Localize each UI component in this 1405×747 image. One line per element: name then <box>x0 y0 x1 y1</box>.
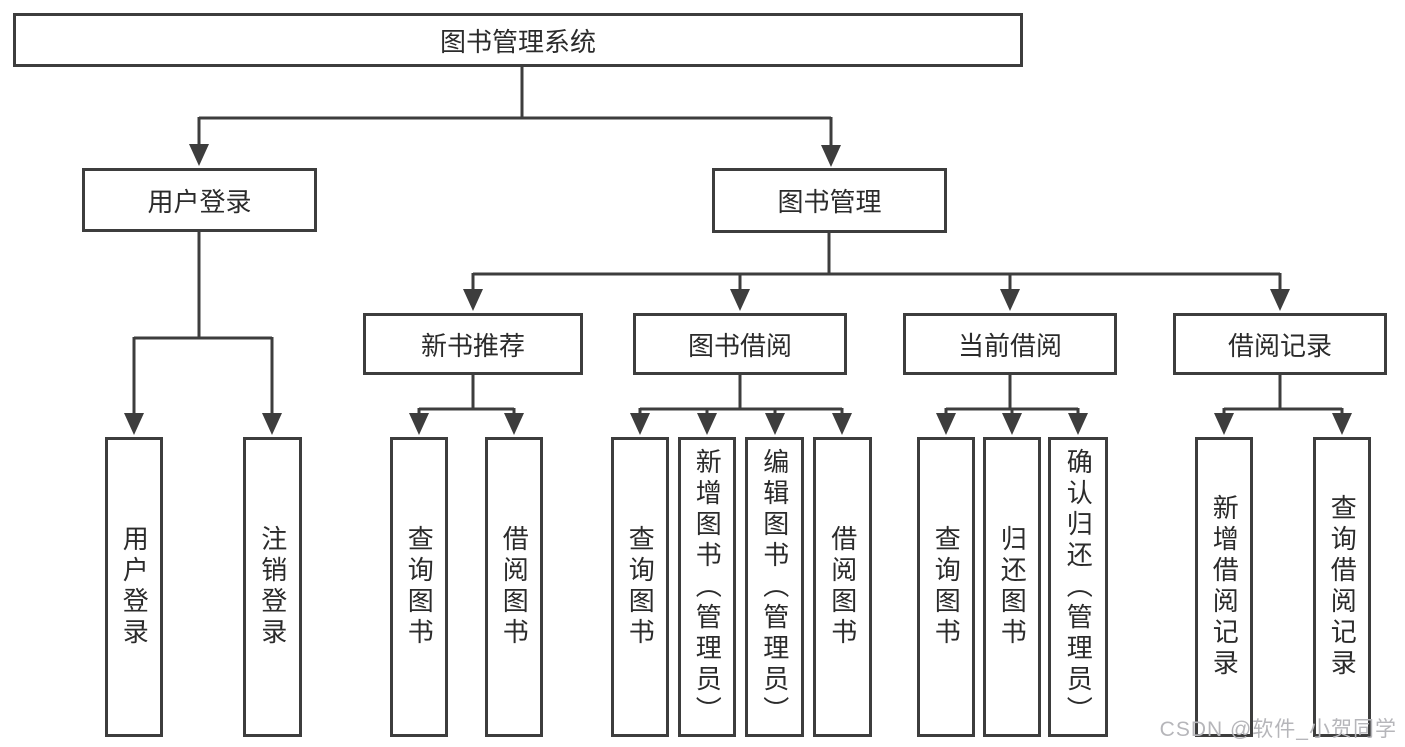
node-current-borrow-label: 当前借阅 <box>957 330 1062 361</box>
node-book-mgmt: 图书管理 <box>712 168 947 233</box>
node-new-book-rec: 新书推荐 <box>363 313 583 375</box>
node-borrow-books-1-label: 借阅图书 <box>499 525 530 649</box>
node-query-books-3-label: 查询图书 <box>931 525 962 649</box>
node-borrow-books-2: 借阅图书 <box>813 437 872 737</box>
node-book-mgmt-label: 图书管理 <box>777 187 882 217</box>
node-borrow-records-label: 借阅记录 <box>1227 330 1332 361</box>
connector-book-mgmt-children <box>463 233 1290 311</box>
node-confirm-return-admin-label: 确认归还（管理员） <box>1063 447 1094 727</box>
node-borrow-records: 借阅记录 <box>1173 313 1387 375</box>
node-query-books-1-label: 查询图书 <box>404 525 435 649</box>
connector-current-borrow-children <box>936 375 1088 435</box>
node-query-books-2-label: 查询图书 <box>625 525 656 649</box>
connector-borrow-records-children <box>1214 375 1352 435</box>
node-edit-books-admin: 编辑图书（管理员） <box>745 437 804 737</box>
node-edit-books-admin-label: 编辑图书（管理员） <box>759 447 790 727</box>
node-borrow-books-1: 借阅图书 <box>485 437 543 737</box>
node-query-books-2: 查询图书 <box>611 437 669 737</box>
node-book-borrow: 图书借阅 <box>633 313 847 375</box>
node-return-books: 归还图书 <box>983 437 1041 737</box>
node-add-books-admin: 新增图书（管理员） <box>678 437 736 737</box>
node-user-login-leaf: 用户登录 <box>105 437 163 737</box>
node-user-login-label: 用户登录 <box>147 186 252 217</box>
connector-root-to-level2 <box>189 66 841 167</box>
node-user-login-leaf-label: 用户登录 <box>119 525 150 649</box>
node-add-borrow-record: 新增借阅记录 <box>1195 437 1253 737</box>
node-current-borrow: 当前借阅 <box>903 313 1117 375</box>
node-add-borrow-record-label: 新增借阅记录 <box>1209 494 1240 680</box>
node-query-borrow-record-label: 查询借阅记录 <box>1327 494 1358 680</box>
node-confirm-return-admin: 确认归还（管理员） <box>1048 437 1108 737</box>
node-logout-leaf: 注销登录 <box>243 437 302 737</box>
node-root: 图书管理系统 <box>13 13 1023 67</box>
node-borrow-books-2-label: 借阅图书 <box>827 525 858 649</box>
node-new-book-rec-label: 新书推荐 <box>420 330 525 361</box>
node-query-books-1: 查询图书 <box>390 437 448 737</box>
node-user-login: 用户登录 <box>82 168 317 232</box>
csdn-watermark: CSDN @软件_小贺同学 <box>1159 718 1397 741</box>
connector-user-login-children <box>124 232 282 435</box>
node-return-books-label: 归还图书 <box>997 525 1028 649</box>
node-query-books-3: 查询图书 <box>917 437 975 737</box>
node-logout-leaf-label: 注销登录 <box>257 525 288 649</box>
node-add-books-admin-label: 新增图书（管理员） <box>692 447 723 727</box>
node-query-borrow-record: 查询借阅记录 <box>1313 437 1371 737</box>
node-book-borrow-label: 图书借阅 <box>687 330 792 361</box>
connector-new-book-rec-children <box>409 375 524 435</box>
connector-book-borrow-children <box>630 375 852 435</box>
node-root-label: 图书管理系统 <box>439 26 596 57</box>
